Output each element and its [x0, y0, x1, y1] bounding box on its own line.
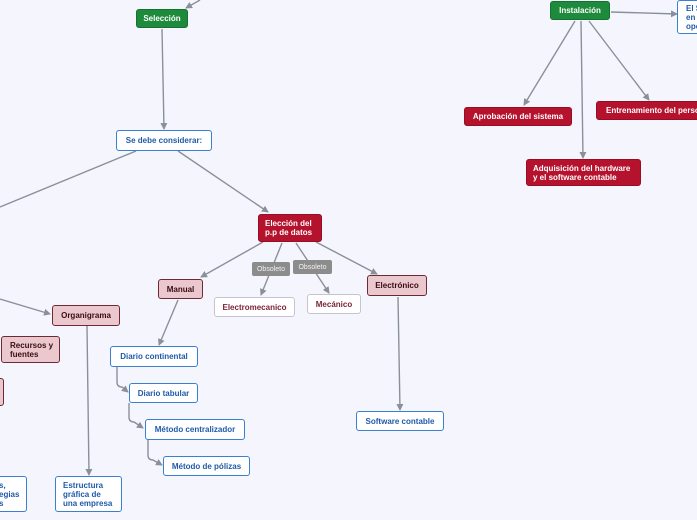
node-recursos-y-fuentes[interactable]: Recursos y fuentes	[1, 336, 60, 363]
node-seleccion[interactable]: Selección	[136, 9, 188, 28]
connector-manual-diario	[158, 299, 179, 346]
node-eleccion[interactable]: Elección del p.p de datos	[258, 214, 322, 242]
connector-instalacion-adquisicion	[579, 20, 587, 159]
connector-instalacion-aprobacion	[523, 20, 576, 106]
node-aprobacion[interactable]: Aprobación del sistema	[464, 107, 572, 126]
node-adquisicion[interactable]: Adquisición del hardware y el software c…	[526, 159, 641, 186]
node-metodo-de-polizas[interactable]: Método de pólizas	[163, 456, 250, 476]
node-diario-tabular[interactable]: Diario tabular	[129, 383, 198, 403]
connector-eleccion-manual	[200, 241, 264, 278]
connector-seleccion-considerar	[160, 28, 168, 130]
node-electromecanico[interactable]: Electromecanico	[214, 297, 295, 317]
node-diario-continental[interactable]: Diario continental	[110, 346, 198, 367]
node-organigrama[interactable]: Organigrama	[52, 305, 120, 326]
node-software-contable[interactable]: Software contable	[356, 411, 444, 431]
connector-top-to-seleccion	[185, 0, 201, 9]
node-metodo-centralizador[interactable]: Método centralizador	[145, 419, 245, 440]
node-entrenamiento[interactable]: Entrenamiento del perso	[596, 101, 697, 120]
connector-branch-centralizador	[128, 403, 144, 429]
tag-obsoleto-mecanico: Obsoleto	[293, 260, 332, 274]
node-se-debe-considerar[interactable]: Se debe considerar:	[116, 130, 212, 151]
connector-electronico-software	[396, 296, 404, 411]
node-el-sistema-partial[interactable]: El S en ope	[677, 0, 697, 34]
connector-left-organigrama	[0, 298, 51, 316]
connector-eleccion-electronico	[315, 241, 378, 275]
connector-considerar-eleccion	[177, 150, 269, 213]
node-mecanico[interactable]: Mecánico	[307, 294, 361, 314]
connector-branch-tabular	[116, 367, 129, 393]
connector-instalacion-entrenamiento	[588, 20, 650, 101]
connector-instalacion-elsistema	[610, 10, 678, 18]
node-left-partial[interactable]	[0, 378, 4, 406]
connector-branch-polizas	[147, 440, 163, 466]
node-manual[interactable]: Manual	[158, 279, 203, 299]
node-electronico[interactable]: Electrónico	[367, 275, 427, 296]
tag-obsoleto-electromecanico: Obsoleto	[252, 262, 290, 276]
node-reglas-partial[interactable]: s, egias s	[0, 476, 27, 512]
node-instalacion[interactable]: Instalación	[550, 1, 610, 20]
node-estructura-grafica[interactable]: Estructura gráfica de una empresa	[55, 476, 122, 512]
connector-considerar-left	[0, 150, 137, 208]
connector-organigrama-estructura	[85, 325, 93, 476]
